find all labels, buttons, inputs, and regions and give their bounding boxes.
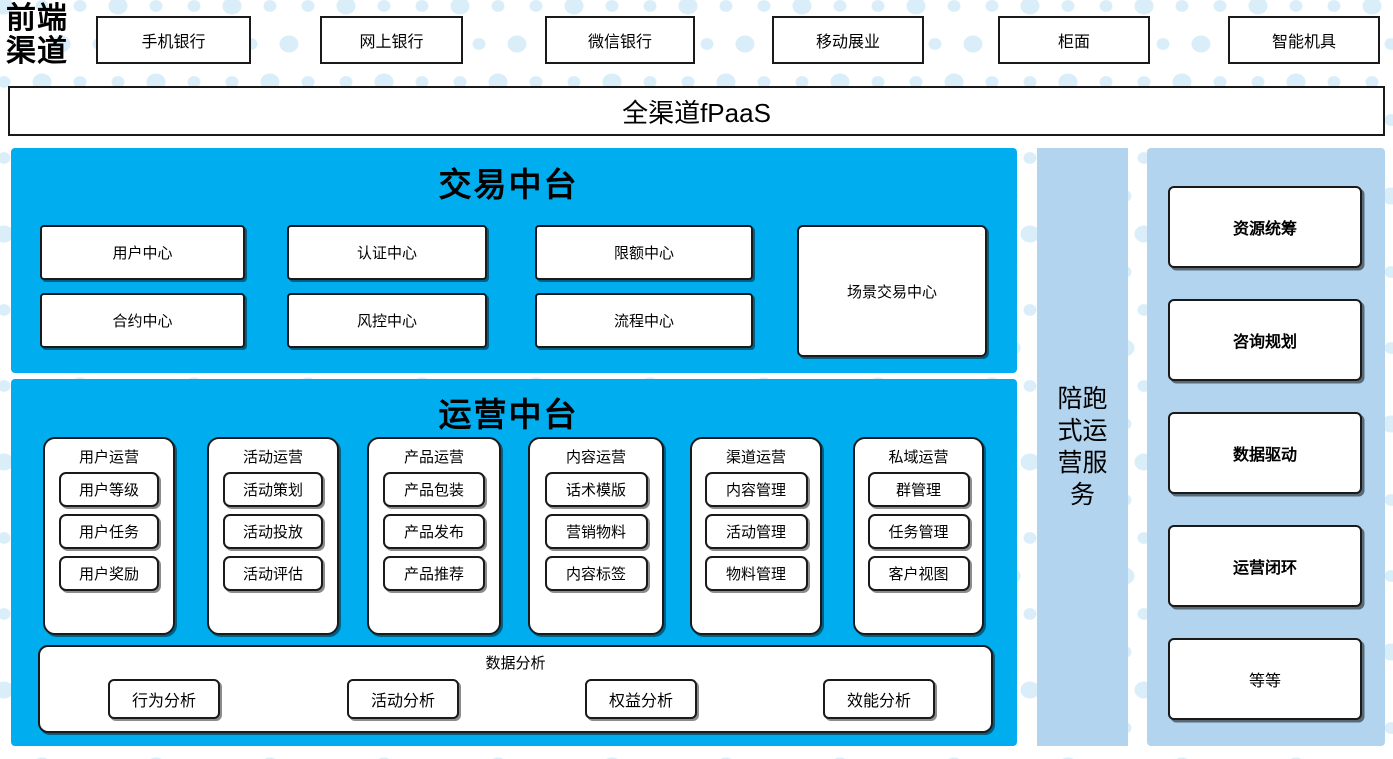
ops-item-3-1: 产品包装 xyxy=(383,472,485,507)
data-analysis-panel: 数据分析 行为分析 活动分析 权益分析 效能分析 xyxy=(38,645,993,733)
channel-box-label: 智能机具 xyxy=(1271,34,1336,51)
data-analysis-item-2: 活动分析 xyxy=(347,679,459,719)
ops-center-title: 运营中台 xyxy=(438,398,579,434)
ops-item-4-1: 话术模版 xyxy=(544,472,648,507)
channel-box-2: 网上银行 xyxy=(320,16,463,64)
channel-box-label: 移动展业 xyxy=(815,34,880,51)
trade-center-box-label: 流程中心 xyxy=(613,313,674,330)
fpaas-bar: 全渠道fPaaS xyxy=(8,86,1385,136)
channel-box-5: 柜面 xyxy=(998,16,1150,64)
trade-center-box-label: 用户中心 xyxy=(112,245,173,262)
trade-center-box-label: 合约中心 xyxy=(112,313,173,330)
data-analysis-title: 数据分析 xyxy=(485,655,546,672)
ops-column-item-list: 产品包装产品发布产品推荐 xyxy=(369,472,499,591)
channel-box-label: 微信银行 xyxy=(587,34,652,51)
ops-column-item-list: 话术模版营销物料内容标签 xyxy=(530,472,662,591)
ops-column-title: 内容运营 xyxy=(565,449,626,466)
channel-box-3: 微信银行 xyxy=(545,16,695,64)
channel-box-4: 移动展业 xyxy=(772,16,924,64)
ops-item-2-1: 活动策划 xyxy=(223,472,323,507)
ops-column-title: 活动运营 xyxy=(242,449,303,466)
ops-column-3: 产品运营产品包装产品发布产品推荐 xyxy=(367,437,501,635)
trade-center-scene-box: 场景交易中心 xyxy=(797,225,987,357)
ops-item-5-2: 活动管理 xyxy=(704,514,808,549)
ops-item-1-3: 用户奖励 xyxy=(59,556,159,591)
trade-center-box-label: 限额中心 xyxy=(613,245,674,262)
ops-column-5: 渠道运营内容管理活动管理物料管理 xyxy=(690,437,822,635)
ops-column-1: 用户运营用户等级用户任务用户奖励 xyxy=(43,437,175,635)
trade-center-box-5: 风控中心 xyxy=(287,293,487,348)
ops-column-title: 用户运营 xyxy=(78,449,139,466)
trade-center-title: 交易中台 xyxy=(438,168,579,204)
data-analysis-item-1: 行为分析 xyxy=(108,679,220,719)
capability-card-5: 等等 xyxy=(1168,638,1362,720)
ops-item-5-1: 内容管理 xyxy=(704,472,808,507)
ops-item-4-2: 营销物料 xyxy=(544,514,648,549)
ops-item-2-2: 活动投放 xyxy=(223,514,323,549)
ops-item-3-2: 产品发布 xyxy=(383,514,485,549)
ops-item-6-1: 群管理 xyxy=(867,472,970,507)
ops-column-item-list: 用户等级用户任务用户奖励 xyxy=(45,472,173,591)
front-channel-label-line1: 前端 xyxy=(6,2,68,35)
ops-column-2: 活动运营活动策划活动投放活动评估 xyxy=(207,437,339,635)
ops-item-5-3: 物料管理 xyxy=(704,556,808,591)
ops-column-title: 产品运营 xyxy=(403,449,464,466)
ops-column-item-list: 活动策划活动投放活动评估 xyxy=(209,472,337,591)
channel-box-label: 手机银行 xyxy=(141,34,206,51)
trade-center-box-3: 限额中心 xyxy=(535,225,753,280)
ops-item-6-2: 任务管理 xyxy=(867,514,970,549)
trade-center-box-4: 合约中心 xyxy=(40,293,245,348)
ops-column-item-list: 群管理任务管理客户视图 xyxy=(855,472,982,591)
channel-box-label: 柜面 xyxy=(1057,34,1090,51)
ops-item-6-3: 客户视图 xyxy=(867,556,970,591)
ops-column-item-list: 内容管理活动管理物料管理 xyxy=(692,472,820,591)
capability-card-1: 资源统筹 xyxy=(1168,186,1362,268)
trade-center-box-6: 流程中心 xyxy=(535,293,753,348)
channel-box-label: 网上银行 xyxy=(359,34,424,51)
ops-item-4-3: 内容标签 xyxy=(544,556,648,591)
ops-item-2-3: 活动评估 xyxy=(223,556,323,591)
service-column-label: 陪跑式运营服务 xyxy=(1057,385,1108,509)
data-analysis-item-3: 权益分析 xyxy=(585,679,697,719)
trade-center-box-2: 认证中心 xyxy=(287,225,487,280)
channel-box-6: 智能机具 xyxy=(1228,16,1380,64)
ops-column-6: 私域运营群管理任务管理客户视图 xyxy=(853,437,984,635)
ops-column-title: 渠道运营 xyxy=(725,449,786,466)
channel-box-1: 手机银行 xyxy=(96,16,251,64)
capability-card-4: 运营闭环 xyxy=(1168,525,1362,607)
ops-column-title: 私域运营 xyxy=(888,449,949,466)
ops-item-3-3: 产品推荐 xyxy=(383,556,485,591)
trade-center-box-label: 认证中心 xyxy=(356,245,417,262)
trade-center-box-1: 用户中心 xyxy=(40,225,245,280)
trade-center-scene-label: 场景交易中心 xyxy=(846,283,937,301)
ops-column-4: 内容运营话术模版营销物料内容标签 xyxy=(528,437,664,635)
ops-item-1-1: 用户等级 xyxy=(59,472,159,507)
accompanying-operation-service-column: 陪跑式运营服务 xyxy=(1037,148,1128,746)
capability-card-2: 咨询规划 xyxy=(1168,299,1362,381)
trade-center-box-label: 风控中心 xyxy=(356,313,417,330)
data-analysis-item-4: 效能分析 xyxy=(823,679,935,719)
front-channel-label-line2: 渠道 xyxy=(6,35,68,68)
ops-item-1-2: 用户任务 xyxy=(59,514,159,549)
front-channel-label: 前端 渠道 xyxy=(6,2,90,68)
capability-card-3: 数据驱动 xyxy=(1168,412,1362,494)
